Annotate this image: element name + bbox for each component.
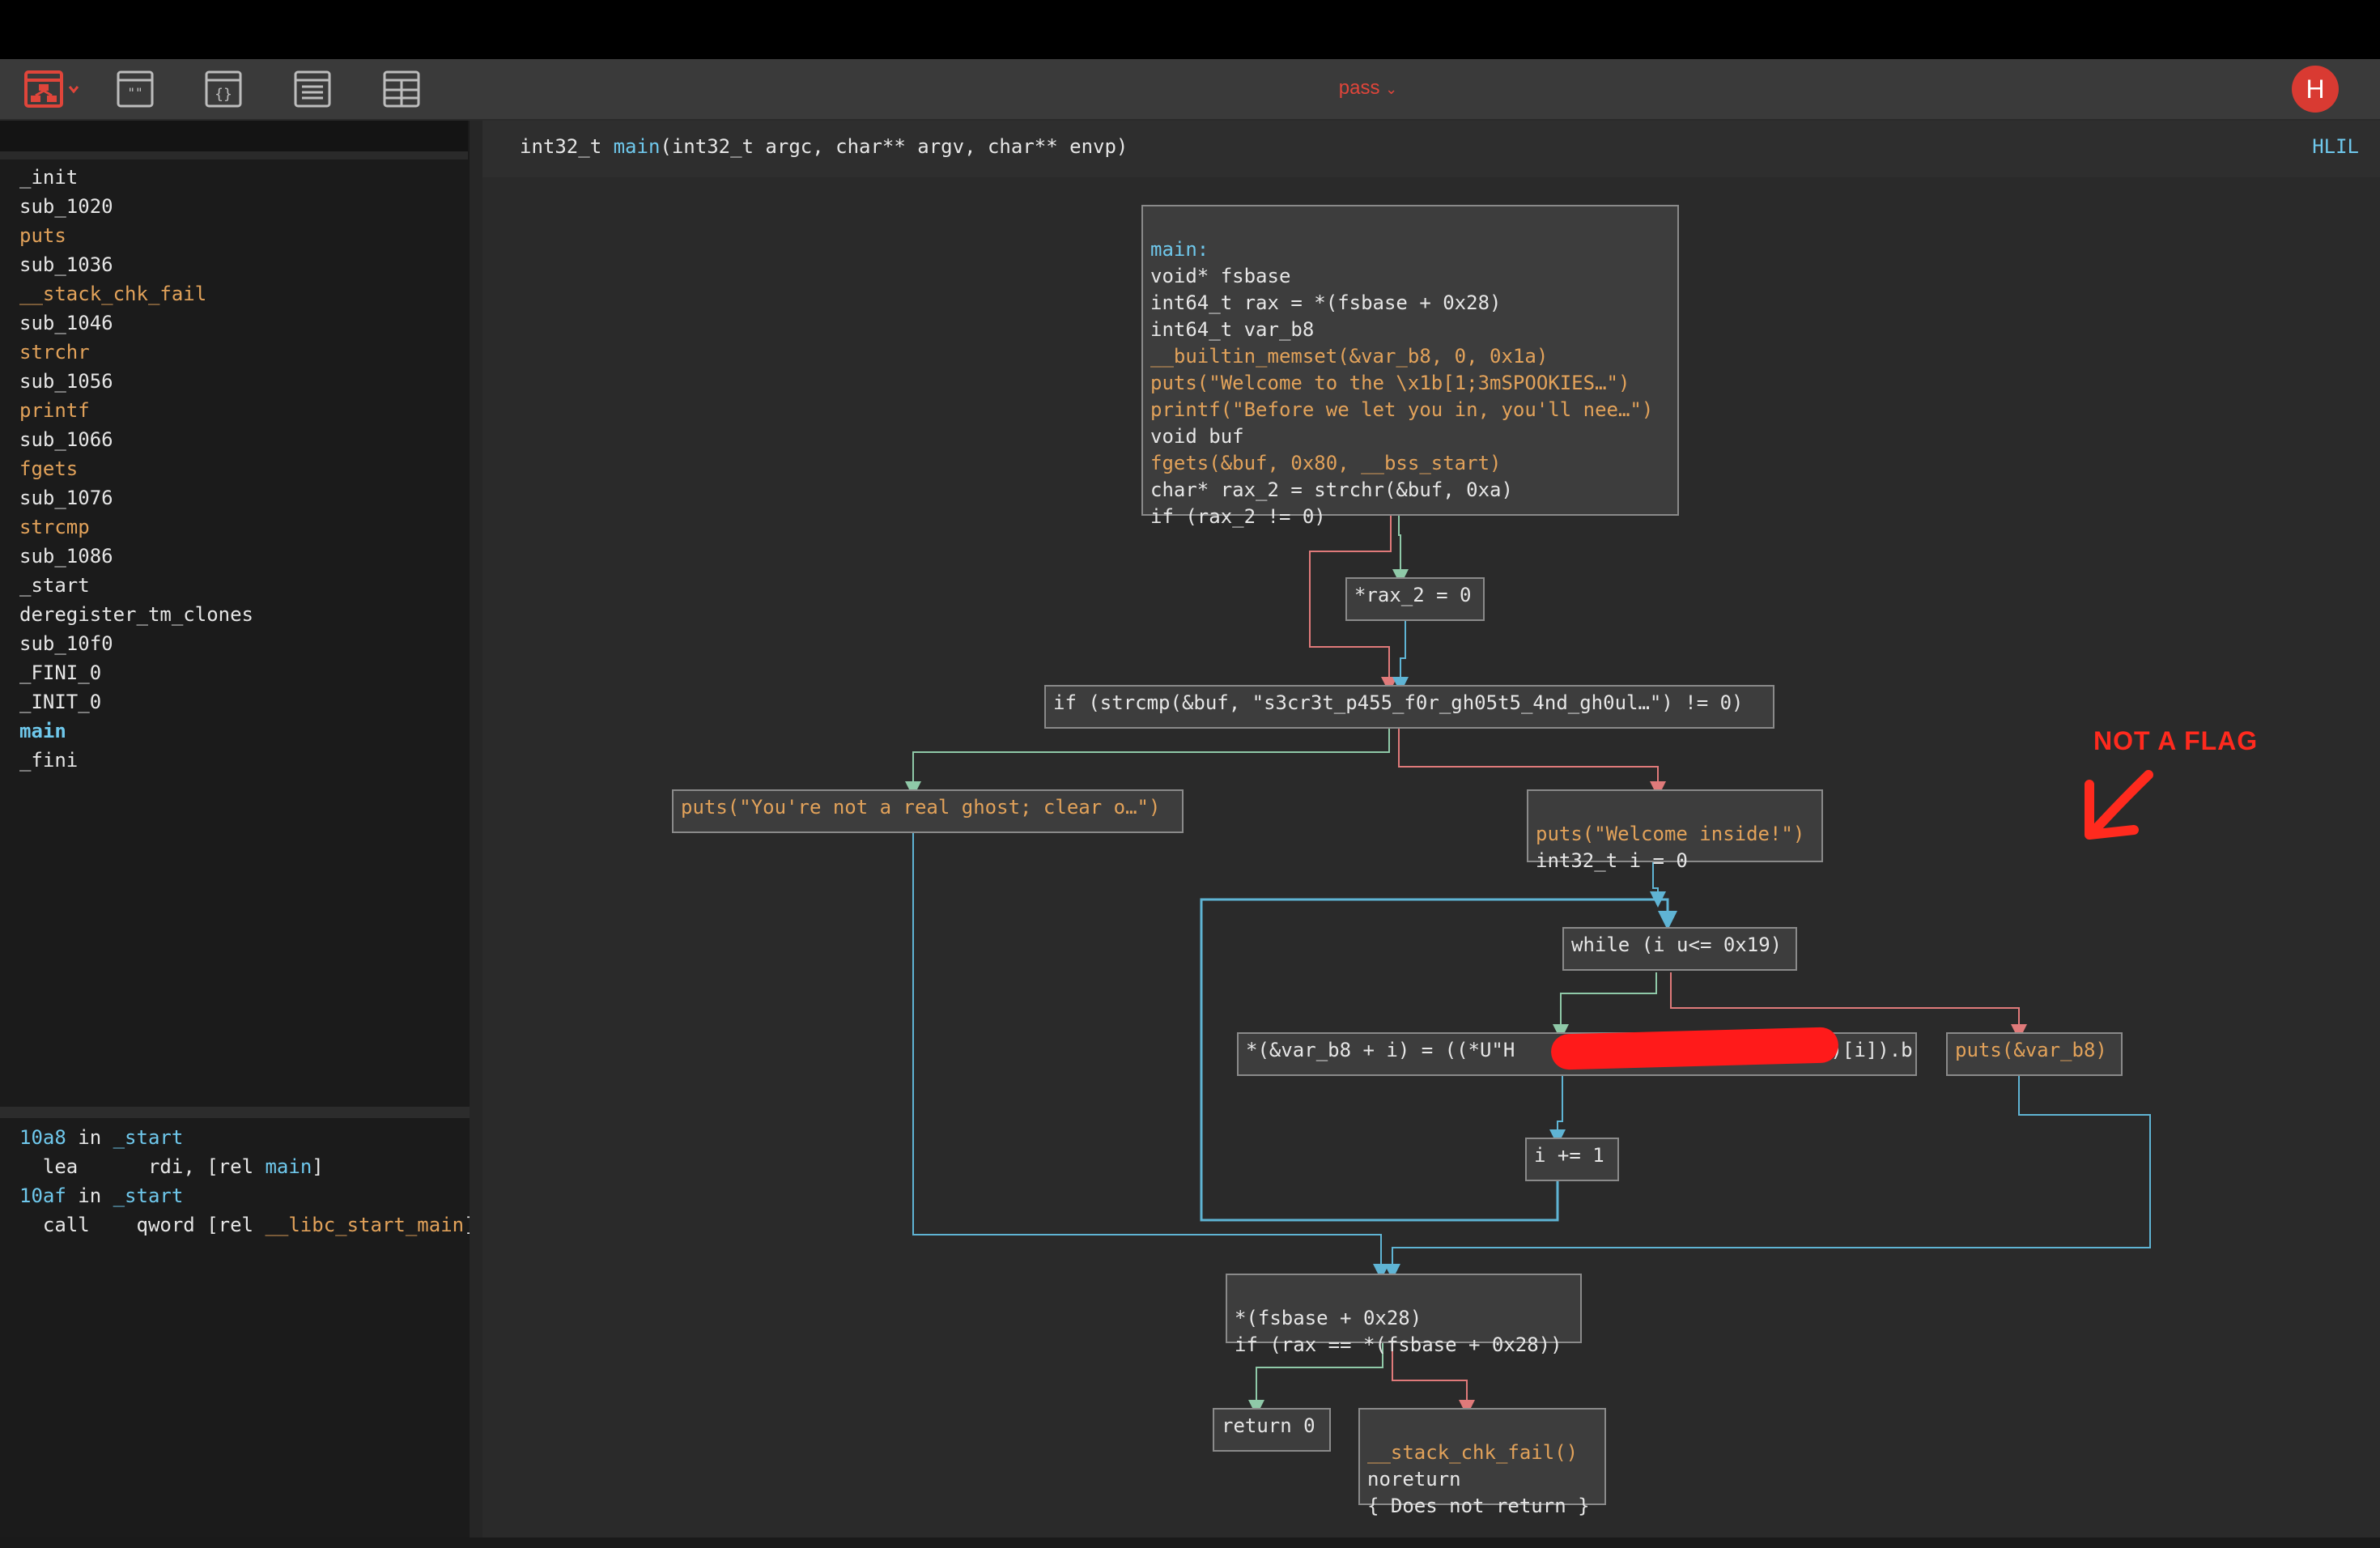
svg-text:"": "" [127,85,142,100]
set-zero-block[interactable]: *rax_2 = 0 [1345,577,1485,621]
code-line: void* fsbase [1150,265,1291,287]
code-line: puts(&var_b8) [1955,1039,2107,1061]
file-title-dropdown[interactable]: pass ⌄ [1295,77,1441,100]
symbol-item[interactable]: __stack_chk_fail [19,283,207,305]
linear-view-button[interactable] [294,70,331,108]
strings-view-button[interactable]: "" [117,70,154,108]
symbol-item[interactable]: sub_1036 [19,253,113,276]
code-line: puts("Welcome inside!") [1536,823,1805,845]
symbol-item[interactable]: sub_1046 [19,312,113,334]
view-mode-selector[interactable]: HLIL [2312,135,2359,158]
code-line: noreturn [1367,1468,1461,1491]
code-line: *(fsbase + 0x28) [1235,1307,1422,1329]
code-line: __stack_chk_fail() [1367,1441,1579,1464]
code-line: char* rax_2 = strchr(&buf, 0xa) [1150,478,1513,501]
symbol-item[interactable]: _init [19,166,79,189]
panel-divider[interactable] [0,1107,470,1118]
symbol-item[interactable]: printf [19,399,90,422]
symbol-item[interactable]: sub_1020 [19,195,113,218]
types-view-button[interactable]: {} [205,70,242,108]
table-icon [383,70,420,108]
svg-text:{}: {} [215,86,232,103]
symbol-item[interactable]: sub_10f0 [19,632,113,655]
symbol-item[interactable]: sub_1056 [19,370,113,393]
chevron-down-icon: ⌄ [1385,81,1398,97]
symbol-item[interactable]: _FINI_0 [19,661,102,684]
strcmp-block[interactable]: if (strcmp(&buf, "s3cr3t_p455_f0r_gh05t5… [1044,685,1774,729]
code-line: i += 1 [1534,1144,1604,1167]
redaction-scribble [1550,1027,1839,1070]
not-ghost-block[interactable]: puts("You're not a real ghost; clear o…"… [672,789,1184,833]
symbol-item[interactable]: sub_1076 [19,487,113,509]
stack-chk-fail-block[interactable]: __stack_chk_fail() noreturn { Does not r… [1358,1408,1606,1517]
code-line: while (i u<= 0x19) [1571,933,1783,956]
symbol-item[interactable]: puts [19,224,66,247]
symbol-item[interactable]: sub_1086 [19,545,113,568]
code-line: int64_t var_b8 [1150,318,1315,341]
annotation-arrow-icon [2085,770,2153,840]
graph-view[interactable]: main: void* fsbase int64_t rax = *(fsbas… [482,177,2380,1537]
code-line: if (rax_2 != 0) [1150,505,1326,528]
code-line: int32_t i = 0 [1536,849,1688,872]
avatar[interactable]: H [2292,66,2339,113]
return-block[interactable]: return 0 [1213,1408,1331,1452]
braces-icon: {} [205,70,242,108]
code-line: main: [1150,238,1209,261]
code-line: void buf [1150,425,1244,448]
entry-block[interactable]: main: void* fsbase int64_t rax = *(fsbas… [1141,205,1679,528]
increment-block[interactable]: i += 1 [1525,1138,1619,1181]
file-title: pass [1338,77,1380,99]
annotation-label: NOT A FLAG [2093,726,2259,755]
code-line: int64_t rax = *(fsbase + 0x28) [1150,291,1502,314]
graph-edges [905,516,2153,1416]
toolbar: "" {} pass ⌄ H [0,59,2380,121]
xref-location[interactable]: 10a8 in _start [19,1126,184,1149]
symbol-item[interactable]: sub_1066 [19,428,113,451]
list-icon [294,70,331,108]
splitter[interactable] [470,121,482,1548]
code-line: puts("You're not a real ghost; clear o…"… [681,796,1161,819]
symbol-item[interactable]: deregister_tm_clones [19,603,253,626]
code-line: puts("Welcome to the \x1b[1;3mSPOOKIES…"… [1150,372,1630,394]
code-line: __builtin_memset(&var_b8, 0, 0x1a) [1150,345,1549,368]
xref-panel: 10a8 in _start lea rdi, [rel main] 10af … [0,1118,476,1548]
symbol-item[interactable]: _INIT_0 [19,691,102,713]
code-line: if (strcmp(&buf, "s3cr3t_p455_f0r_gh05t5… [1053,691,1744,714]
graph-view-icon [24,70,79,108]
code-line: if (rax == *(fsbase + 0x28)) [1235,1333,1562,1356]
chevron-down-icon [68,86,79,94]
symbol-item[interactable]: fgets [19,457,79,480]
puts-flag-block[interactable]: puts(&var_b8) [1946,1032,2123,1076]
code-line: *rax_2 = 0 [1354,584,1472,606]
status-bar [0,1537,2380,1548]
symbol-item[interactable]: _fini [19,749,79,772]
code-line: printf("Before we let you in, you'll nee… [1150,398,1654,421]
xref-location[interactable]: 10af in _start [19,1184,184,1207]
hex-view-button[interactable] [383,70,420,108]
symbol-item[interactable]: strchr [19,341,90,364]
welcome-block[interactable]: puts("Welcome inside!") int32_t i = 0 [1527,789,1823,872]
xref-instruction[interactable]: call qword [rel __libc_start_main] [42,1214,476,1236]
graph-view-button[interactable] [24,70,86,108]
symbol-item[interactable]: _start [19,574,90,597]
function-header: int32_t main(int32_t argc, char** argv, … [482,121,2380,177]
code-line: fgets(&buf, 0x80, __bss_start) [1150,452,1502,474]
function-signature: int32_t main(int32_t argc, char** argv, … [520,135,1128,158]
symbol-item[interactable]: main [19,720,66,742]
canary-block[interactable]: *(fsbase + 0x28) if (rax == *(fsbase + 0… [1226,1274,1582,1356]
symbol-item[interactable]: strcmp [19,516,90,538]
code-line: return 0 [1222,1414,1315,1437]
strings-icon: "" [117,70,154,108]
while-block[interactable]: while (i u<= 0x19) [1562,927,1797,971]
symbol-search-input[interactable] [0,121,468,159]
code-line: { Does not return } [1367,1495,1590,1517]
window-top-bar [0,0,2380,59]
xref-instruction[interactable]: lea rdi, [rel main] [42,1155,324,1178]
